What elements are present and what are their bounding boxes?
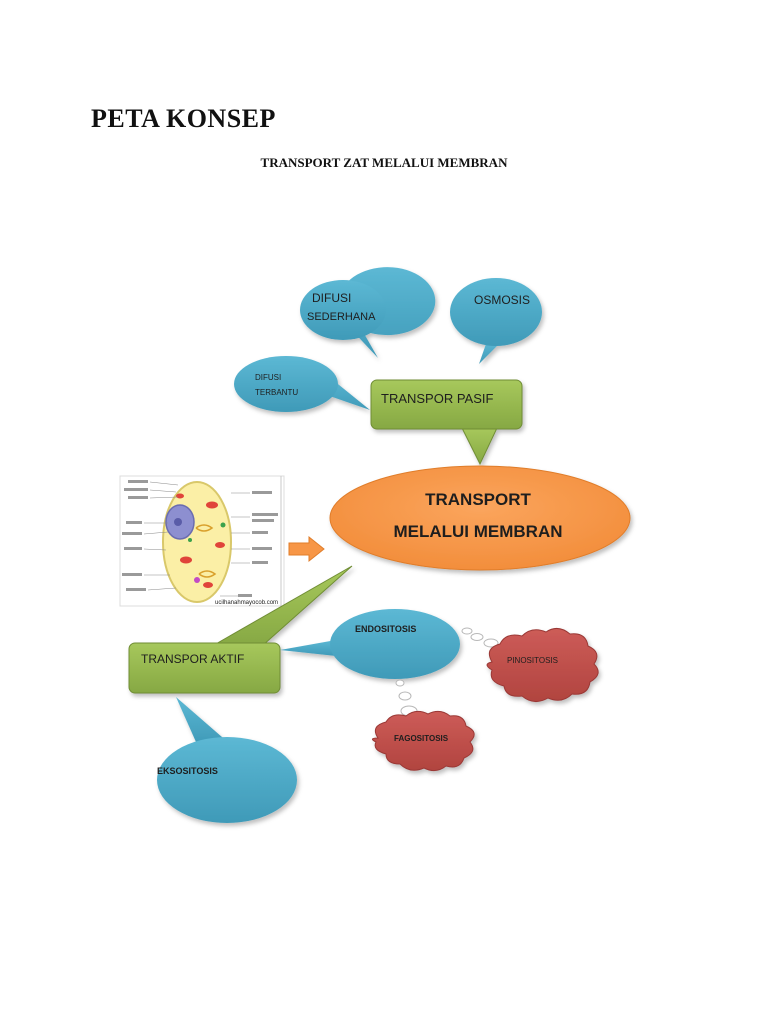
- thought-dots-pinositosis: [461, 627, 499, 648]
- central-line1: TRANSPORT: [425, 490, 531, 509]
- page-subtitle: TRANSPORT ZAT MELALUI MEMBRAN: [260, 155, 508, 170]
- eksositosis-label: EKSOSITOSIS: [157, 766, 218, 776]
- transpor-pasif-label: TRANSPOR PASIF: [381, 391, 494, 406]
- bubble-difusi-terbantu: [234, 356, 370, 412]
- difusi-terbantu-line2: TERBANTU: [255, 388, 298, 397]
- page-title: PETA KONSEP: [91, 104, 276, 133]
- cloud-pinositosis: [486, 628, 599, 702]
- pinositosis-label: PINOSITOSIS: [507, 656, 558, 665]
- fagositosis-label: FAGOSITOSIS: [394, 734, 449, 743]
- bubble-endositosis: [280, 609, 460, 679]
- central-node: [329, 465, 631, 571]
- central-line2: MELALUI MEMBRAN: [393, 522, 562, 541]
- bubble-osmosis: [450, 278, 542, 364]
- osmosis-label: OSMOSIS: [474, 293, 530, 307]
- cell-membrane: [162, 481, 232, 603]
- transpor-aktif-label: TRANSPOR AKTIF: [141, 652, 244, 666]
- bubble-eksositosis: [157, 697, 297, 823]
- cloud-fagositosis: [372, 710, 475, 772]
- bubble-difusi-sederhana: [300, 267, 436, 358]
- endositosis-label: ENDOSITOSIS: [355, 624, 416, 634]
- box-transpor-pasif: [370, 379, 523, 466]
- difusi-sederhana-line1: DIFUSI: [312, 291, 351, 305]
- difusi-sederhana-line2: SEDERHANA: [307, 311, 376, 323]
- thought-dots-fagositosis: [395, 679, 418, 717]
- box-transpor-aktif: [128, 565, 353, 694]
- difusi-terbantu-line1: DIFUSI: [255, 373, 281, 382]
- cell-diagram: ucilhanahmayocob.com: [119, 475, 285, 607]
- cell-image-credit: ucilhanahmayocob.com: [215, 600, 278, 606]
- image-to-center-arrow: [288, 535, 325, 563]
